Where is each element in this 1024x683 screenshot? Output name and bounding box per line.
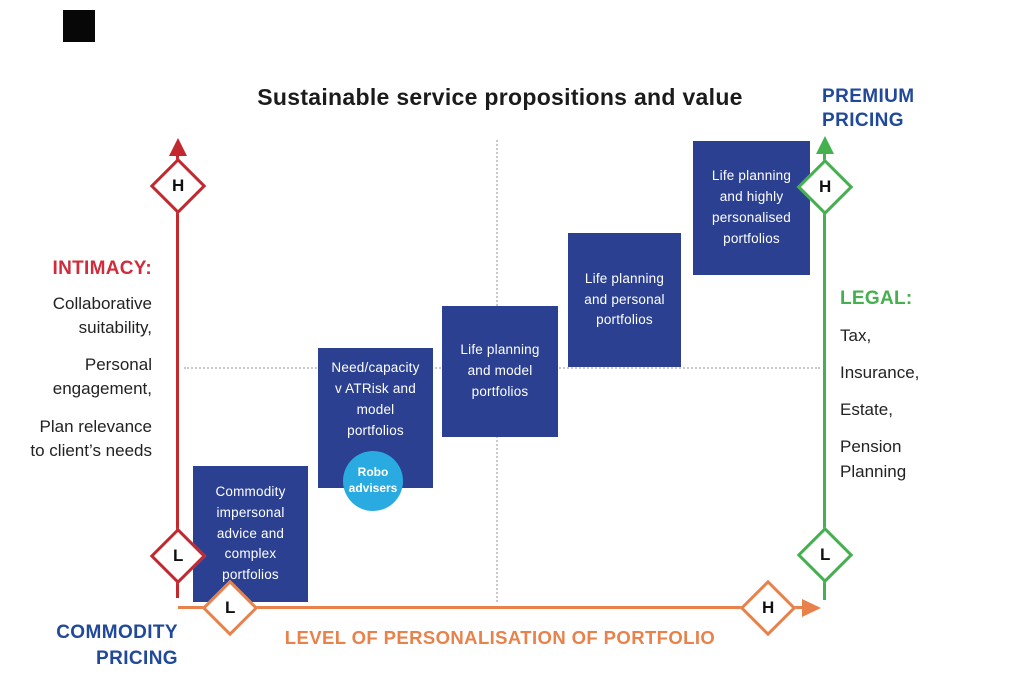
- legal-item: Tax,: [840, 326, 872, 345]
- proposition-box-text: Life planning and highly personalised po…: [711, 168, 792, 246]
- personalisation-axis-label: LEVEL OF PERSONALISATION OF PORTFOLIO: [284, 627, 716, 648]
- proposition-box-text: Commodity impersonal advice and complex …: [215, 483, 286, 583]
- intimacy-low-letter: L: [172, 545, 184, 565]
- proposition-box-text: Life planning and model portfolios: [460, 342, 540, 399]
- proposition-box-text: Need/capacity v ATRisk and model portfol…: [331, 360, 420, 438]
- proposition-box-text: Life planning and personal portfolios: [584, 270, 665, 328]
- proposition-box-personal-portfolios: Life planning and personal portfolios: [568, 233, 681, 367]
- legal-item: Pension Planning: [840, 437, 907, 481]
- proposition-box-commodity: Commodity impersonal advice and complex …: [193, 466, 308, 602]
- proposition-box-highly-personalised: Life planning and highly personalised po…: [693, 141, 810, 275]
- personalisation-high-letter: H: [761, 598, 775, 617]
- intimacy-item: Plan relevance to client’s needs: [30, 416, 152, 460]
- legal-axis-arrow-up-icon: [816, 136, 834, 154]
- legal-low-marker: L: [796, 526, 854, 584]
- intimacy-axis-arrow-up-icon: [169, 138, 187, 156]
- personalisation-axis-line: [178, 606, 806, 609]
- legal-annotation: LEGAL: Tax, Insurance, Estate, Pension P…: [840, 288, 948, 497]
- legal-high-letter: H: [818, 177, 832, 196]
- proposition-box-need-capacity: Need/capacity v ATRisk and model portfol…: [318, 348, 433, 488]
- intimacy-high-marker: H: [149, 157, 207, 215]
- personalisation-axis-arrow-right-icon: [802, 599, 821, 617]
- intimacy-axis-line: [176, 152, 179, 598]
- intimacy-annotation: INTIMACY: Collaborative suitability, Per…: [28, 258, 152, 476]
- legal-heading: LEGAL:: [840, 288, 913, 309]
- personalisation-low-letter: L: [224, 597, 236, 617]
- robo-advisers-badge: Robo advisers: [343, 451, 403, 511]
- intimacy-heading: INTIMACY:: [52, 258, 152, 279]
- premium-pricing-label: PREMIUM PRICING: [822, 86, 915, 131]
- intimacy-item: Collaborative suitability,: [52, 294, 152, 338]
- corner-mark: [63, 10, 95, 42]
- page-title: Sustainable service propositions and val…: [257, 84, 743, 110]
- legal-item: Estate,: [840, 400, 893, 420]
- legal-axis-line: [823, 150, 826, 600]
- intimacy-high-letter: H: [171, 176, 185, 195]
- legal-item: Insurance,: [840, 363, 920, 383]
- proposition-box-model-portfolios: Life planning and model portfolios: [442, 306, 558, 437]
- legal-low-letter: L: [819, 544, 831, 564]
- robo-advisers-text: Robo advisers: [348, 465, 398, 495]
- intimacy-item: Personal engagement,: [52, 355, 152, 399]
- commodity-pricing-label: COMMODITY PRICING: [56, 622, 178, 669]
